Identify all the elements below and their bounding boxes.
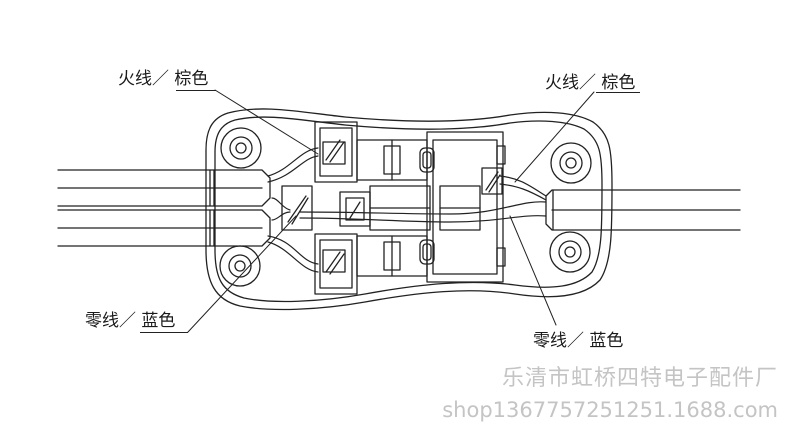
label-live-wire-brown-top-right: 火线／ 棕色 [545,73,636,93]
label-live-wire-brown-top-left: 火线／ 棕色 [118,69,209,89]
left-cable-upper [57,169,271,207]
terminal-block-center-left [281,185,371,231]
label-neutral-wire-blue-bottom-right: 零线／ 蓝色 [533,331,624,351]
watermark-company: 乐清市虹桥四特电子配件厂 [501,366,778,391]
internal-wires [267,147,547,273]
label-underline-bottom-left [140,332,188,333]
terminal-block-right [419,131,506,283]
leader-lines [187,89,595,333]
label-neutral-wire-blue-bottom-left: 零线／ 蓝色 [85,311,176,331]
housing-outline [205,108,613,311]
left-cable-lower [57,209,271,247]
terminal-block-bottom-left [314,233,358,295]
label-underline-top-left [176,90,216,91]
center-mechanism [356,139,431,277]
mounting-hole-top-right [550,142,592,184]
watermark-shop-url: shop1367757251251.1688.com [442,398,778,422]
terminal-block-top-left [314,121,358,183]
housing-inner-outline [214,116,603,303]
mounting-hole-top-left [220,127,262,169]
mounting-hole-bottom-left [219,245,261,287]
label-underline-top-right [596,92,640,93]
right-cable [545,189,741,231]
mounting-hole-bottom-right [549,231,591,273]
